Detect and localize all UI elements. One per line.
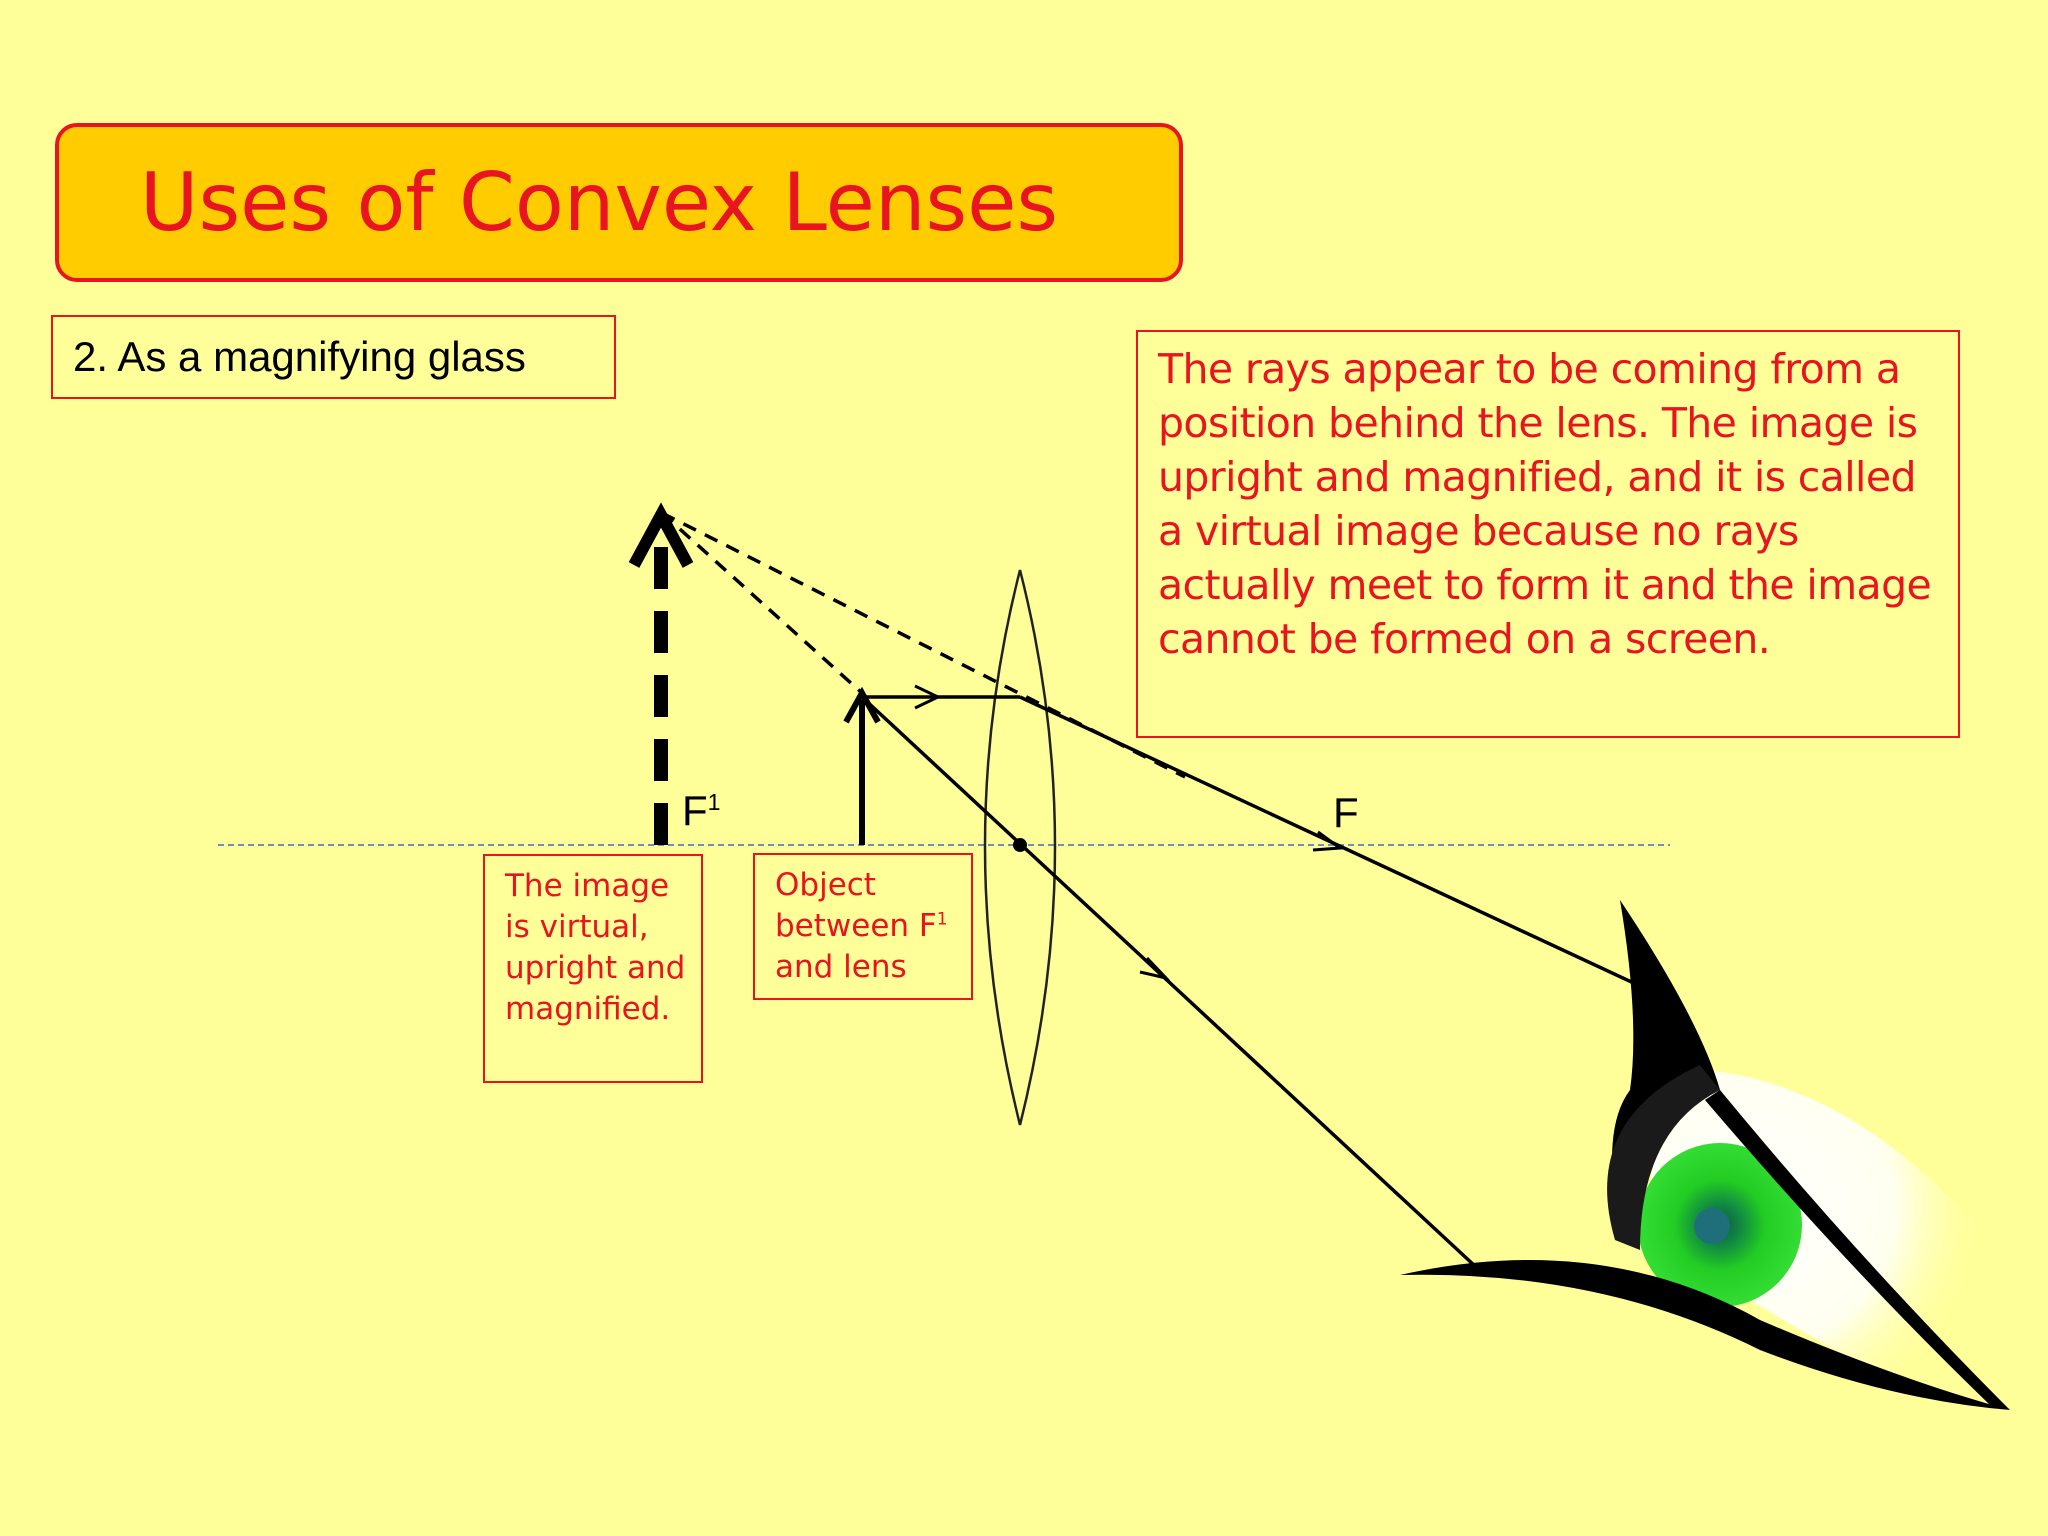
explanation-box: The rays appear to be coming from a posi… — [1136, 330, 1960, 738]
subtitle-box: 2. As a magnifying glass — [51, 315, 616, 399]
subtitle: 2. As a magnifying glass — [73, 333, 526, 380]
eye-pupil — [1694, 1208, 1730, 1244]
focal-left-superscript: 1 — [707, 789, 721, 815]
object-note-line1: Object — [775, 867, 876, 903]
ray-centre-arrowhead — [1139, 956, 1171, 981]
virtual-image-arrow — [628, 502, 694, 845]
convex-lens — [983, 569, 1057, 1126]
eye-outer-lid — [1705, 1090, 2010, 1410]
ray-parallel-arrowhead — [914, 684, 942, 710]
object-note-line2: between F — [775, 908, 937, 944]
page-title: Uses of Convex Lenses — [139, 155, 1059, 249]
object-arrow — [843, 686, 881, 845]
object-note-line3: and lens — [775, 949, 907, 985]
virtual-ray-2 — [660, 511, 864, 695]
object-note-superscript: 1 — [936, 909, 948, 930]
eye-illustration — [1400, 900, 2010, 1410]
focal-point-right-label: F — [1333, 789, 1359, 836]
title-banner: Uses of Convex Lenses — [55, 123, 1183, 282]
object-note-box: Object between F1 and lens — [753, 853, 973, 1000]
image-note-box: The image is virtual, upright and magnif… — [483, 854, 703, 1083]
ray-refracted — [1019, 695, 1671, 1002]
eye-lower-lid — [1400, 1260, 2010, 1410]
focal-point-left-label: F1 — [682, 790, 721, 832]
focal-left-letter: F — [682, 787, 708, 834]
eye-upper-lid-curve — [1607, 1065, 1720, 1250]
ray-centre — [860, 695, 1478, 1269]
ray-refracted-arrowhead — [1312, 830, 1345, 852]
